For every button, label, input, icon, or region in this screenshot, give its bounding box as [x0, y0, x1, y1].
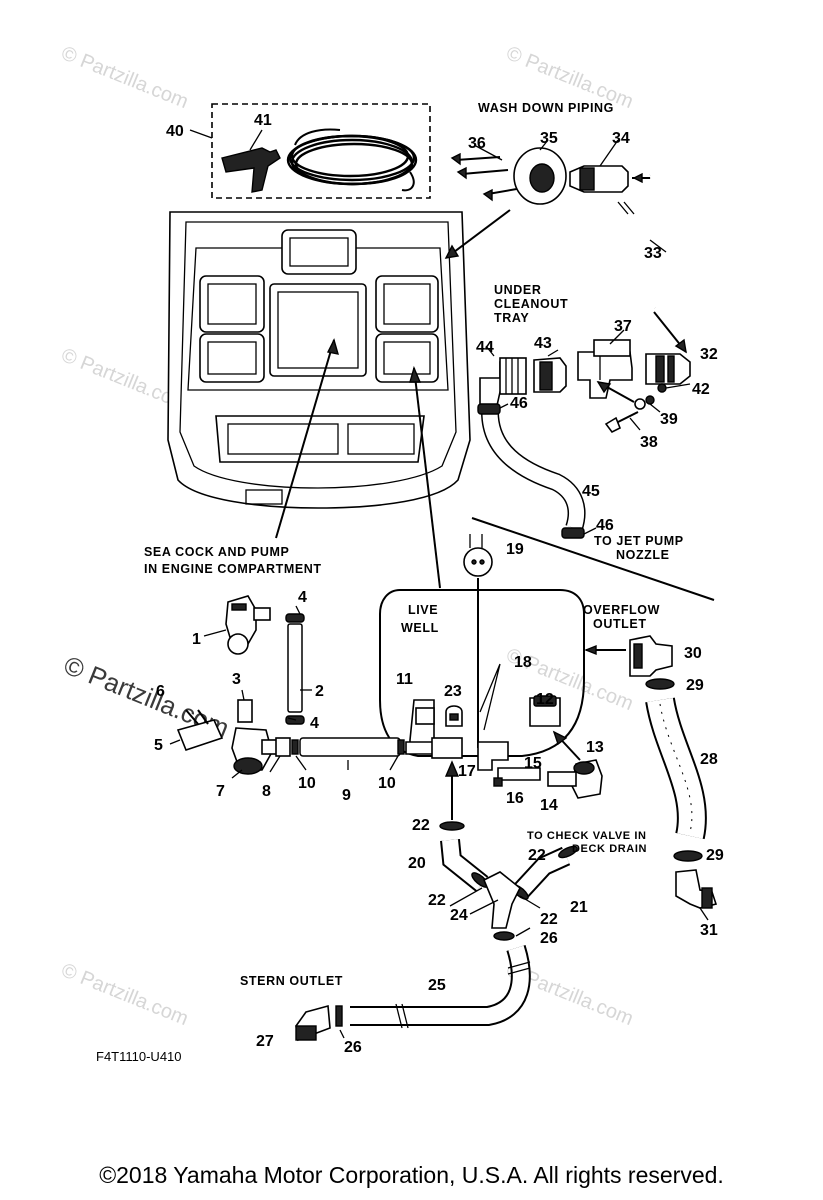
part-label: 46: [596, 517, 614, 534]
part-label: 1: [192, 631, 201, 648]
figure-code: F4T1110-U410: [96, 1049, 182, 1064]
part-label: 20: [408, 855, 426, 872]
washdown-hose-kit: [189, 103, 431, 199]
part-label: 39: [660, 411, 678, 428]
part-label: 45: [582, 483, 600, 500]
caption-under-cleanout-tray: UNDER: [494, 283, 541, 297]
part-label: 31: [700, 922, 718, 939]
lower-piping: [295, 760, 578, 1042]
caption-to-check-valve: TO CHECK VALVE IN: [527, 830, 647, 842]
part-label: 2: [315, 683, 324, 700]
part-label: 12: [536, 691, 554, 708]
live-well-fittings: [405, 695, 603, 799]
part-label: 24: [450, 907, 468, 924]
watermark: © Partzilla.com: [58, 42, 191, 113]
caption-overflow-outlet: OVERFLOW: [583, 603, 660, 617]
part-label: 27: [256, 1033, 274, 1050]
sea-cock-pump-parts: [169, 595, 405, 779]
part-label: 37: [614, 318, 632, 335]
caption-wash-down-piping: WASH DOWN PIPING: [478, 101, 614, 115]
part-label: 8: [262, 783, 271, 800]
caption-live-well: LIVE: [408, 603, 438, 617]
captions: WASH DOWN PIPING UNDER CLEANOUT TRAY SEA…: [96, 101, 684, 1064]
caption-stern-outlet: STERN OUTLET: [240, 974, 343, 988]
hull-deck: [167, 211, 471, 509]
part-label: 5: [154, 737, 163, 754]
part-label: 34: [612, 130, 630, 147]
caption-live-well: WELL: [401, 621, 439, 635]
part-labels: 1 2 3 4 4 5 6 7 8 9 10 10 11 12 13 14 15…: [154, 112, 724, 1056]
part-label: 4: [298, 589, 307, 606]
part-label: 26: [540, 930, 558, 947]
under-cleanout-fittings: [479, 329, 691, 434]
part-label: 9: [342, 787, 351, 804]
part-label: 30: [684, 645, 702, 662]
part-label: 32: [700, 346, 718, 363]
part-label: 13: [586, 739, 604, 756]
part-label: 22: [540, 911, 558, 928]
part-label: 38: [640, 434, 658, 451]
part-label: 40: [166, 123, 184, 140]
part-label: 33: [644, 245, 662, 262]
copyright-notice: ©2018 Yamaha Motor Corporation, U.S.A. A…: [99, 1162, 724, 1188]
part-label: 17: [458, 763, 476, 780]
caption-to-jet-pump: TO JET PUMP: [594, 534, 684, 548]
part-label: 26: [344, 1039, 362, 1056]
part-label: 14: [540, 797, 558, 814]
part-label: 18: [514, 654, 532, 671]
washdown-fittings: [450, 139, 654, 205]
part-label: 44: [476, 339, 494, 356]
part-label: 22: [412, 817, 430, 834]
caption-under-cleanout-tray: CLEANOUT: [494, 297, 568, 311]
part-label: 10: [298, 775, 316, 792]
part-label: 46: [510, 395, 528, 412]
caption-under-cleanout-tray: TRAY: [494, 311, 529, 325]
part-label: 11: [396, 671, 413, 688]
part-label: 19: [506, 541, 524, 558]
caption-overflow-outlet: OUTLET: [593, 617, 647, 631]
caption-to-check-valve: DECK DRAIN: [572, 843, 647, 855]
part-label: 29: [706, 847, 724, 864]
part-label: 25: [428, 977, 446, 994]
part-label: 22: [528, 847, 546, 864]
part-label: 21: [570, 899, 588, 916]
part-label: 7: [216, 783, 225, 800]
part-label: 15: [524, 755, 542, 772]
watermark: © Partzilla.com: [58, 959, 191, 1030]
part-label: 42: [692, 381, 710, 398]
part-label: 6: [156, 683, 165, 700]
part-label: 4: [310, 715, 319, 732]
part-label: 43: [534, 335, 552, 352]
part-label: 41: [254, 112, 272, 129]
part-label: 23: [444, 683, 462, 700]
caption-to-jet-pump: NOZZLE: [616, 548, 670, 562]
hose-33: [583, 166, 701, 354]
hose-45: [477, 403, 597, 539]
caption-sea-cock: SEA COCK AND PUMP: [144, 545, 289, 559]
part-label: 10: [378, 775, 396, 792]
part-label: 35: [540, 130, 558, 147]
part-label: 16: [506, 790, 524, 807]
caption-sea-cock: IN ENGINE COMPARTMENT: [144, 562, 322, 576]
part-label: 36: [468, 135, 486, 152]
part-label: 28: [700, 751, 718, 768]
part-label: 22: [428, 892, 446, 909]
part-label: 29: [686, 677, 704, 694]
overflow-outlet-parts: [629, 635, 718, 921]
part-label: 3: [232, 671, 241, 688]
